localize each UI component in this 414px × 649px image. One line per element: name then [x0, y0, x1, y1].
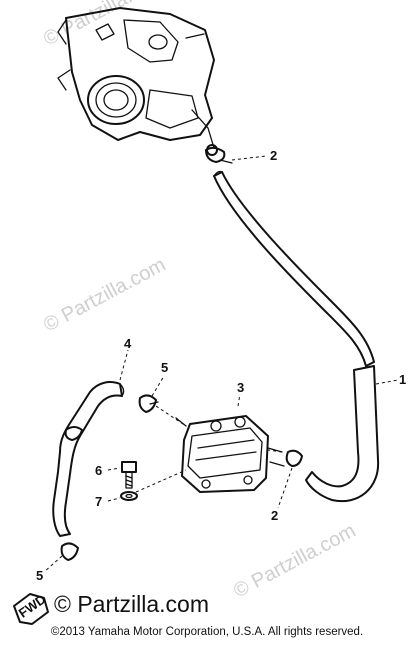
- fuel-pump-drawing: [175, 415, 285, 493]
- hose-clamp-right: [285, 449, 303, 467]
- copyright-text: ©2013 Yamaha Motor Corporation, U.S.A. A…: [50, 626, 364, 638]
- hose-clamp-top: [205, 146, 233, 164]
- callout-6: 6: [95, 463, 102, 478]
- callout-1: 1: [399, 372, 406, 387]
- callout-2-top: 2: [270, 148, 277, 163]
- callout-7: 7: [95, 494, 102, 509]
- callout-2-bottom: 2: [271, 508, 278, 523]
- washer-drawing: [120, 491, 138, 501]
- watermark-middle: © Partzilla.com: [40, 254, 169, 337]
- fuel-hose-4: [52, 381, 125, 537]
- callout-4: 4: [124, 336, 132, 351]
- bolt-drawing: [121, 461, 137, 489]
- hose-clamp-upper-left: [138, 394, 159, 413]
- watermark-bottom-left: © Partzilla.com: [54, 591, 209, 617]
- carburetor-drawing: [57, 7, 218, 156]
- hose-clamp-lower-left: [60, 542, 79, 561]
- forward-arrow-icon: FWD: [13, 591, 49, 625]
- callout-3: 3: [237, 380, 244, 395]
- callout-5-bottom: 5: [36, 568, 43, 583]
- callout-5-top: 5: [161, 360, 168, 375]
- watermark-lower-right: © Partzilla.com: [230, 520, 359, 603]
- fuel-hose-1: [213, 170, 380, 503]
